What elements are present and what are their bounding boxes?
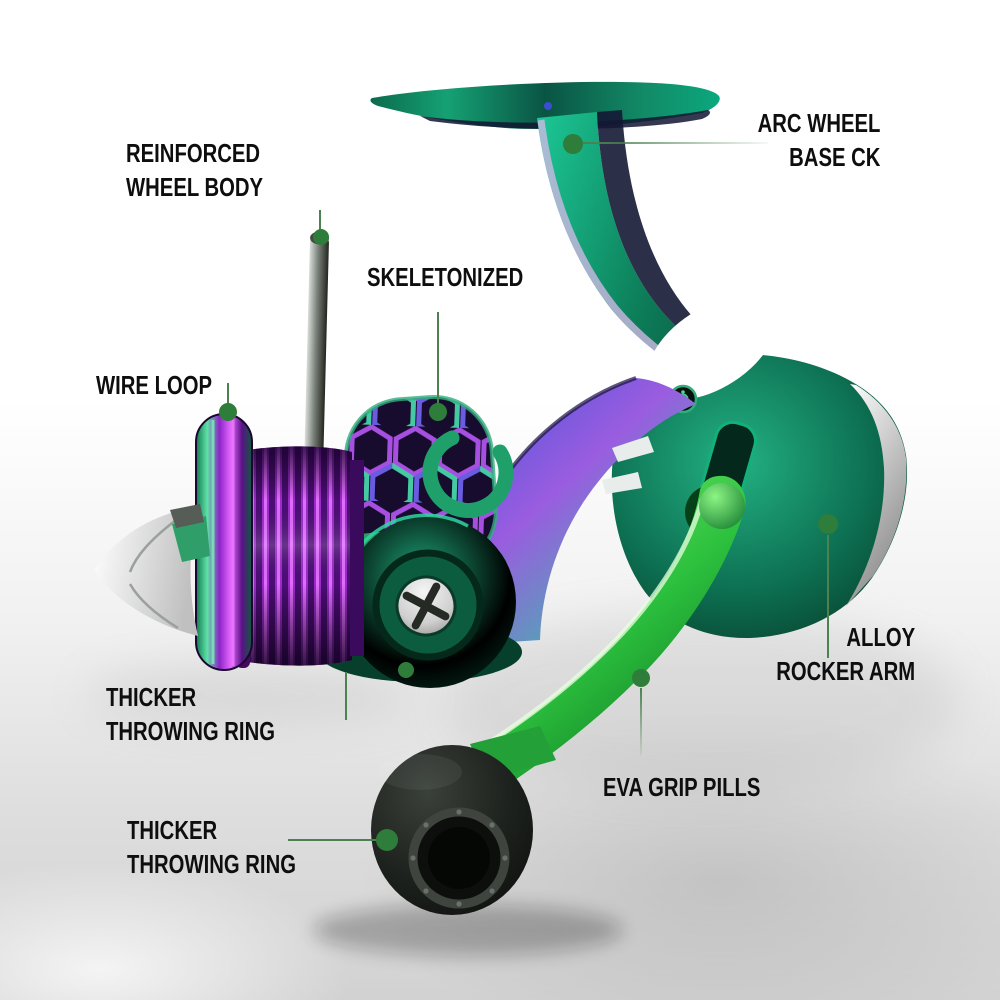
- label-line: THROWING RING: [106, 716, 275, 746]
- callout-dot-alloy-rocker-arm: [818, 514, 838, 534]
- callout-line-thicker-throwing-ring-upper: [345, 672, 347, 720]
- callout-dot-reinforced-wheel-body: [313, 229, 329, 245]
- handle-arm: [478, 475, 746, 786]
- label-line: ALLOY: [846, 622, 915, 652]
- spool-screw: [395, 575, 457, 637]
- label-line: ROCKER ARM: [776, 656, 915, 686]
- label-line: EVA GRIP PILLS: [603, 772, 761, 802]
- callout-dot-arc-wheel-base: [563, 134, 583, 154]
- gear-teeth: [602, 436, 654, 494]
- label-thicker-throwing-ring-upper: THICKER THROWING RING: [106, 680, 275, 748]
- callout-dot-skeletonized: [429, 403, 447, 421]
- label-wire-loop: WIRE LOOP: [96, 368, 212, 402]
- callout-line-thicker-throwing-ring-lower: [288, 839, 380, 841]
- callout-line-reinforced-wheel-body: [319, 210, 321, 233]
- reel-foot: [370, 81, 720, 130]
- label-line: THICKER: [127, 815, 218, 845]
- callout-dot-thicker-throwing-ring-upper: [398, 662, 414, 678]
- callout-dot-thicker-throwing-ring-lower: [376, 829, 398, 851]
- label-line: THROWING RING: [127, 849, 296, 879]
- label-line: WIRE LOOP: [96, 370, 213, 400]
- callout-line-arc-wheel-base: [583, 142, 768, 144]
- callout-dot-eva-grip-pills: [632, 669, 650, 687]
- line-roller-loop: [422, 430, 514, 518]
- eva-grip-knob: [371, 726, 556, 915]
- label-line: BASE CK: [788, 142, 880, 172]
- callout-line-wire-loop: [227, 383, 229, 405]
- label-line: SKELETONIZED: [367, 262, 524, 292]
- spool: [236, 446, 364, 668]
- label-reinforced-wheel-body: REINFORCED WHEEL BODY: [126, 136, 263, 204]
- label-eva-grip-pills: EVA GRIP PILLS: [603, 770, 760, 804]
- label-line: THICKER: [106, 682, 197, 712]
- rocker-arm-ball-joint: [699, 483, 745, 529]
- callout-dot-wire-loop: [219, 403, 237, 421]
- label-line: WHEEL BODY: [126, 172, 264, 202]
- callout-line-eva-grip-pills: [640, 688, 642, 756]
- label-line: REINFORCED: [126, 138, 261, 168]
- label-thicker-throwing-ring-lower: THICKER THROWING RING: [127, 813, 296, 881]
- callout-line-alloy-rocker-arm: [827, 535, 829, 658]
- callout-line-skeletonized: [437, 312, 439, 405]
- drag-knob-cap: [94, 504, 210, 636]
- knob-cap-screws: [410, 809, 508, 907]
- label-arc-wheel-base: ARC WHEEL BASE CK: [757, 106, 880, 174]
- body-arch-opening: [647, 296, 777, 400]
- ground-shadows: [85, 610, 960, 956]
- label-line: ARC WHEEL: [757, 108, 880, 138]
- label-alloy-rocker-arm: ALLOY ROCKER ARM: [776, 620, 915, 688]
- label-skeletonized: SKELETONIZED: [367, 260, 523, 294]
